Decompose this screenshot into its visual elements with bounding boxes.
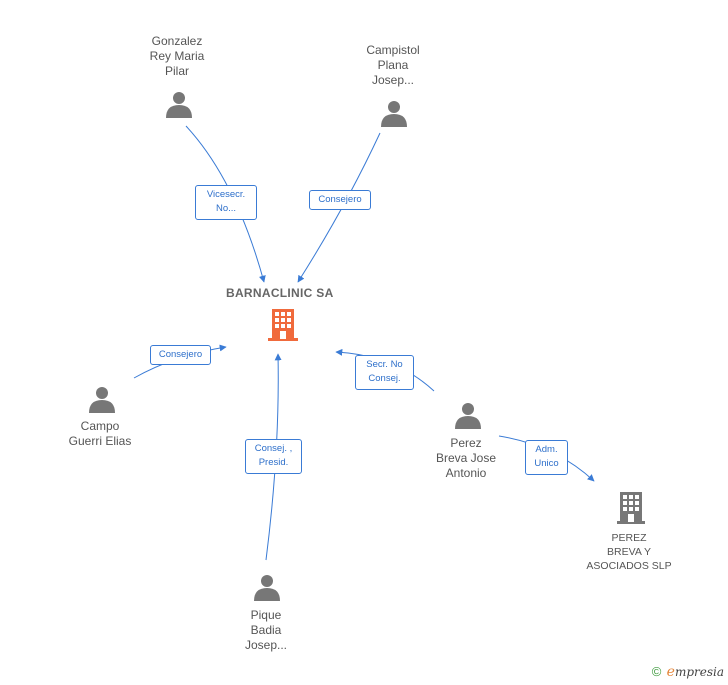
relation-label[interactable]: Adm. Unico xyxy=(525,440,568,475)
person-name[interactable]: Perez Breva Jose Antonio xyxy=(435,436,497,480)
relation-label[interactable]: Consej. , Presid. xyxy=(245,439,302,474)
person-name[interactable]: Gonzalez Rey Maria Pilar xyxy=(149,34,205,78)
relation-label[interactable]: Secr. No Consej. xyxy=(355,355,414,390)
person-name[interactable]: Campistol Plana Josep... xyxy=(366,43,420,87)
person-icon xyxy=(455,403,481,429)
person-icon xyxy=(89,387,115,413)
building-icon xyxy=(268,309,298,341)
copyright-icon: © xyxy=(651,664,662,679)
relation-label[interactable]: Vicesecr. No... xyxy=(195,185,257,220)
person-name[interactable]: Campo Guerri Elias xyxy=(68,419,132,448)
company-name[interactable]: PEREZ BREVA Y ASOCIADOS SLP xyxy=(586,532,672,572)
brand-initial: e xyxy=(666,664,675,680)
relation-label[interactable]: Consejero xyxy=(309,190,371,210)
person-name[interactable]: Pique Badia Josep... xyxy=(244,608,288,652)
empresia-logo[interactable]: © empresia xyxy=(652,664,724,680)
brand-name: mpresia xyxy=(674,665,724,679)
center-company-name[interactable]: BARNACLINIC SA xyxy=(226,286,334,300)
relation-label[interactable]: Consejero xyxy=(150,345,211,365)
person-icon xyxy=(166,92,192,118)
person-icon xyxy=(254,575,280,601)
person-icon xyxy=(381,101,407,127)
building-icon xyxy=(617,492,645,524)
